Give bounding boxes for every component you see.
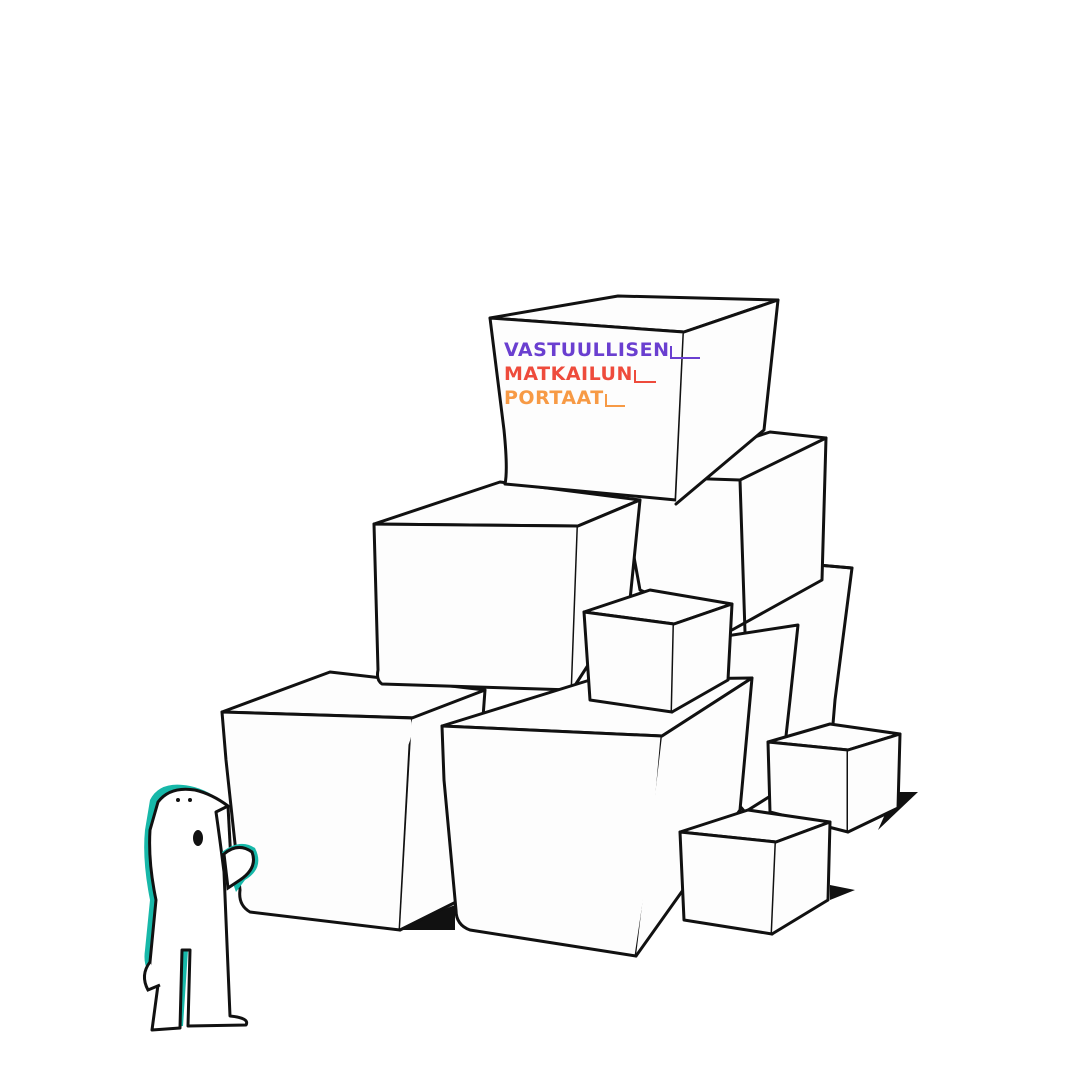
logo-line-3: PORTAAT: [504, 386, 700, 410]
logo: VASTUULLISEN MATKAILUN PORTAAT: [504, 338, 701, 410]
logo-line-2: MATKAILUN: [504, 362, 700, 386]
logo-line-2-rule: [633, 370, 656, 383]
logo-line-2-text: MATKAILUN: [504, 363, 633, 385]
curious-character: [143, 784, 259, 1032]
logo-line-1-text: VASTUULLISEN: [504, 339, 670, 361]
small-right-cube: [766, 722, 902, 834]
top-cube: [488, 294, 780, 506]
small-front-cube: [678, 808, 832, 936]
logo-line-1: VASTUULLISEN: [504, 338, 701, 362]
small-middle-cube: [582, 588, 734, 714]
big-front-cube: [440, 676, 754, 958]
logo-line-3-text: PORTAAT: [504, 387, 604, 409]
logo-line-1-rule: [670, 346, 701, 359]
logo-line-3-rule: [604, 394, 625, 407]
